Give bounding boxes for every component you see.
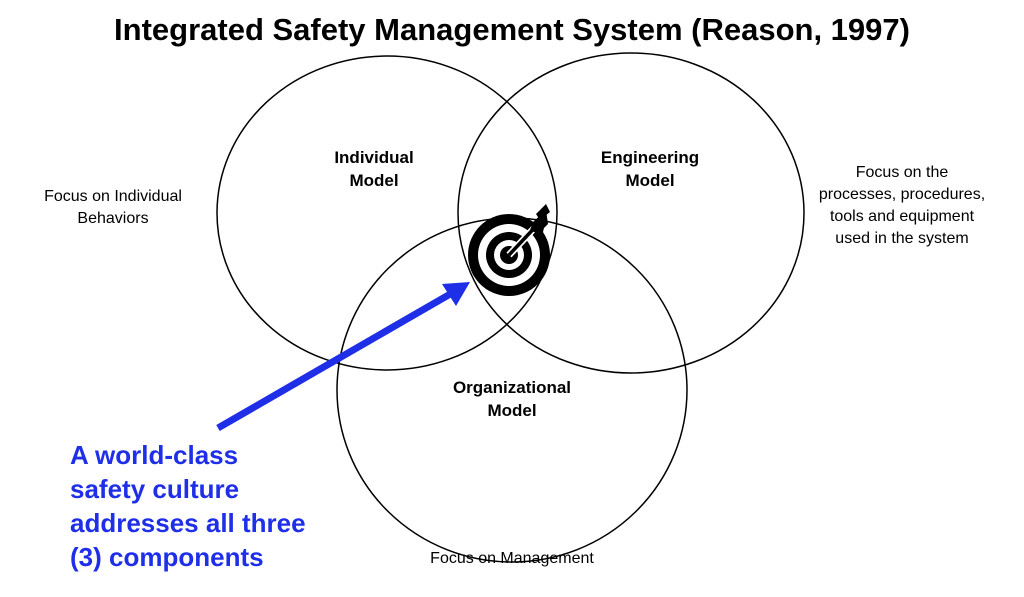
engineering-focus-line3: tools and equipment	[829, 208, 975, 225]
callout-line3: addresses all three	[70, 508, 306, 538]
organizational-model-label-line1: Organizational	[452, 378, 572, 397]
individual-focus-line1: Focus on Individual	[44, 188, 182, 205]
management-focus-line1: Focus on Management	[430, 550, 594, 567]
callout-line2: safety culture	[70, 474, 240, 504]
engineering-focus-line1: Focus on the	[855, 164, 949, 181]
engineering-focus-line4: used in the system	[835, 230, 969, 247]
management-focus-text: Focus on Management	[402, 548, 622, 570]
target-icon	[468, 204, 550, 296]
individual-focus-text: Focus on Individual Behaviors	[18, 186, 208, 230]
organizational-model-label: Organizational Model	[432, 376, 592, 422]
engineering-model-circle	[457, 52, 805, 374]
individual-focus-line2: Behaviors	[77, 210, 149, 227]
callout-line1: A world-class	[70, 440, 239, 470]
engineering-model-label-line2: Model	[625, 171, 675, 190]
page-title: Integrated Safety Management System (Rea…	[114, 12, 910, 47]
engineering-model-label-line1: Engineering	[600, 148, 700, 167]
organizational-model-label-line2: Model	[487, 401, 537, 420]
engineering-focus-line2: processes, procedures,	[818, 186, 986, 203]
individual-model-label: Individual Model	[314, 146, 434, 192]
callout-line4: (3) components	[70, 542, 264, 572]
engineering-model-label: Engineering Model	[585, 146, 715, 192]
callout-arrow	[216, 282, 470, 432]
individual-model-label-line1: Individual	[334, 148, 414, 167]
individual-model-circle	[216, 55, 558, 371]
callout-text: A world-class safety culture addresses a…	[70, 438, 306, 574]
individual-model-label-line2: Model	[349, 171, 399, 190]
engineering-focus-text: Focus on the processes, procedures, tool…	[800, 162, 1004, 250]
